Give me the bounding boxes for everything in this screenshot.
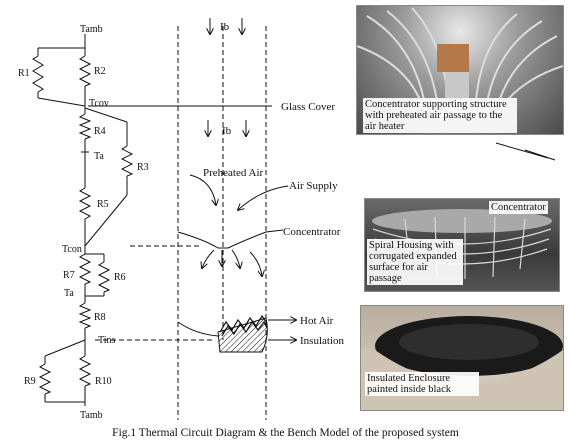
t-a2-label: Ta [64, 288, 74, 299]
photo1-caption: Concentrator supporting structure with p… [363, 98, 517, 133]
r3-label: R3 [137, 162, 149, 173]
r7-label: R7 [63, 270, 75, 281]
photo-spiral-housing: Concentrator Spiral Housing with corruga… [364, 198, 560, 292]
r2-label: R2 [94, 66, 106, 77]
resistor-r6 [97, 261, 111, 293]
t-amb-bottom-label: Tamb [80, 410, 103, 421]
resistor-r5 [78, 187, 92, 220]
photo1-pointers [495, 142, 556, 161]
r5-label: R5 [97, 199, 109, 210]
t-con-label: Tcon [62, 244, 82, 255]
photo2-caption: Spiral Housing with corrugated expanded … [367, 239, 463, 285]
glass-cover-label: Glass Cover [281, 101, 335, 113]
resistor-r9 [38, 363, 52, 395]
insulation-block [217, 317, 268, 353]
bench-model [88, 18, 296, 353]
resistor-r3 [120, 145, 134, 177]
air-supply-label: Air Supply [289, 180, 338, 192]
photo2-label: Concentrator [489, 201, 548, 214]
insulation-label: Insulation [300, 335, 344, 347]
photo3-caption: Insulated Enclosure painted inside black [365, 372, 479, 396]
resistor-r2 [78, 55, 92, 87]
resistor-r8 [78, 302, 92, 329]
r9-label: R9 [24, 376, 36, 387]
concentrator-label: Concentrator [283, 226, 341, 238]
model-labels: Ib Glass Cover Ib Preheated Air Air Supp… [203, 21, 344, 347]
r10-label: R10 [95, 376, 112, 387]
ib-top-label: Ib [220, 21, 230, 33]
r8-label: R8 [94, 312, 106, 323]
circuit-labels: Tamb R1 R2 Tcov R4 Ta R3 R5 Tcon R7 R6 T… [18, 24, 149, 421]
t-ins-label: Tins [98, 335, 116, 346]
photo-concentrator-structure: Concentrator supporting structure with p… [356, 5, 564, 135]
ib-mid-label: Ib [222, 125, 232, 137]
resistor-r4 [78, 113, 92, 140]
t-cov-label: Tcov [89, 98, 109, 109]
r4-label: R4 [94, 126, 106, 137]
resistor-r10 [78, 355, 92, 387]
preheated-air-label: Preheated Air [203, 167, 264, 179]
resistor-r7 [78, 253, 92, 285]
r6-label: R6 [114, 272, 126, 283]
concentrator-curve [177, 231, 267, 249]
t-a1-label: Ta [94, 151, 104, 162]
r1-label: R1 [18, 68, 30, 79]
figure-caption: Fig.1 Thermal Circuit Diagram & the Benc… [112, 427, 459, 439]
resistor-r1 [32, 55, 44, 93]
thermal-circuit [32, 34, 134, 406]
photo-insulated-enclosure: Insulated Enclosure painted inside black [360, 305, 564, 411]
hot-air-label: Hot Air [300, 315, 334, 327]
t-amb-top-label: Tamb [80, 24, 103, 35]
dashed-connectors [95, 26, 267, 420]
